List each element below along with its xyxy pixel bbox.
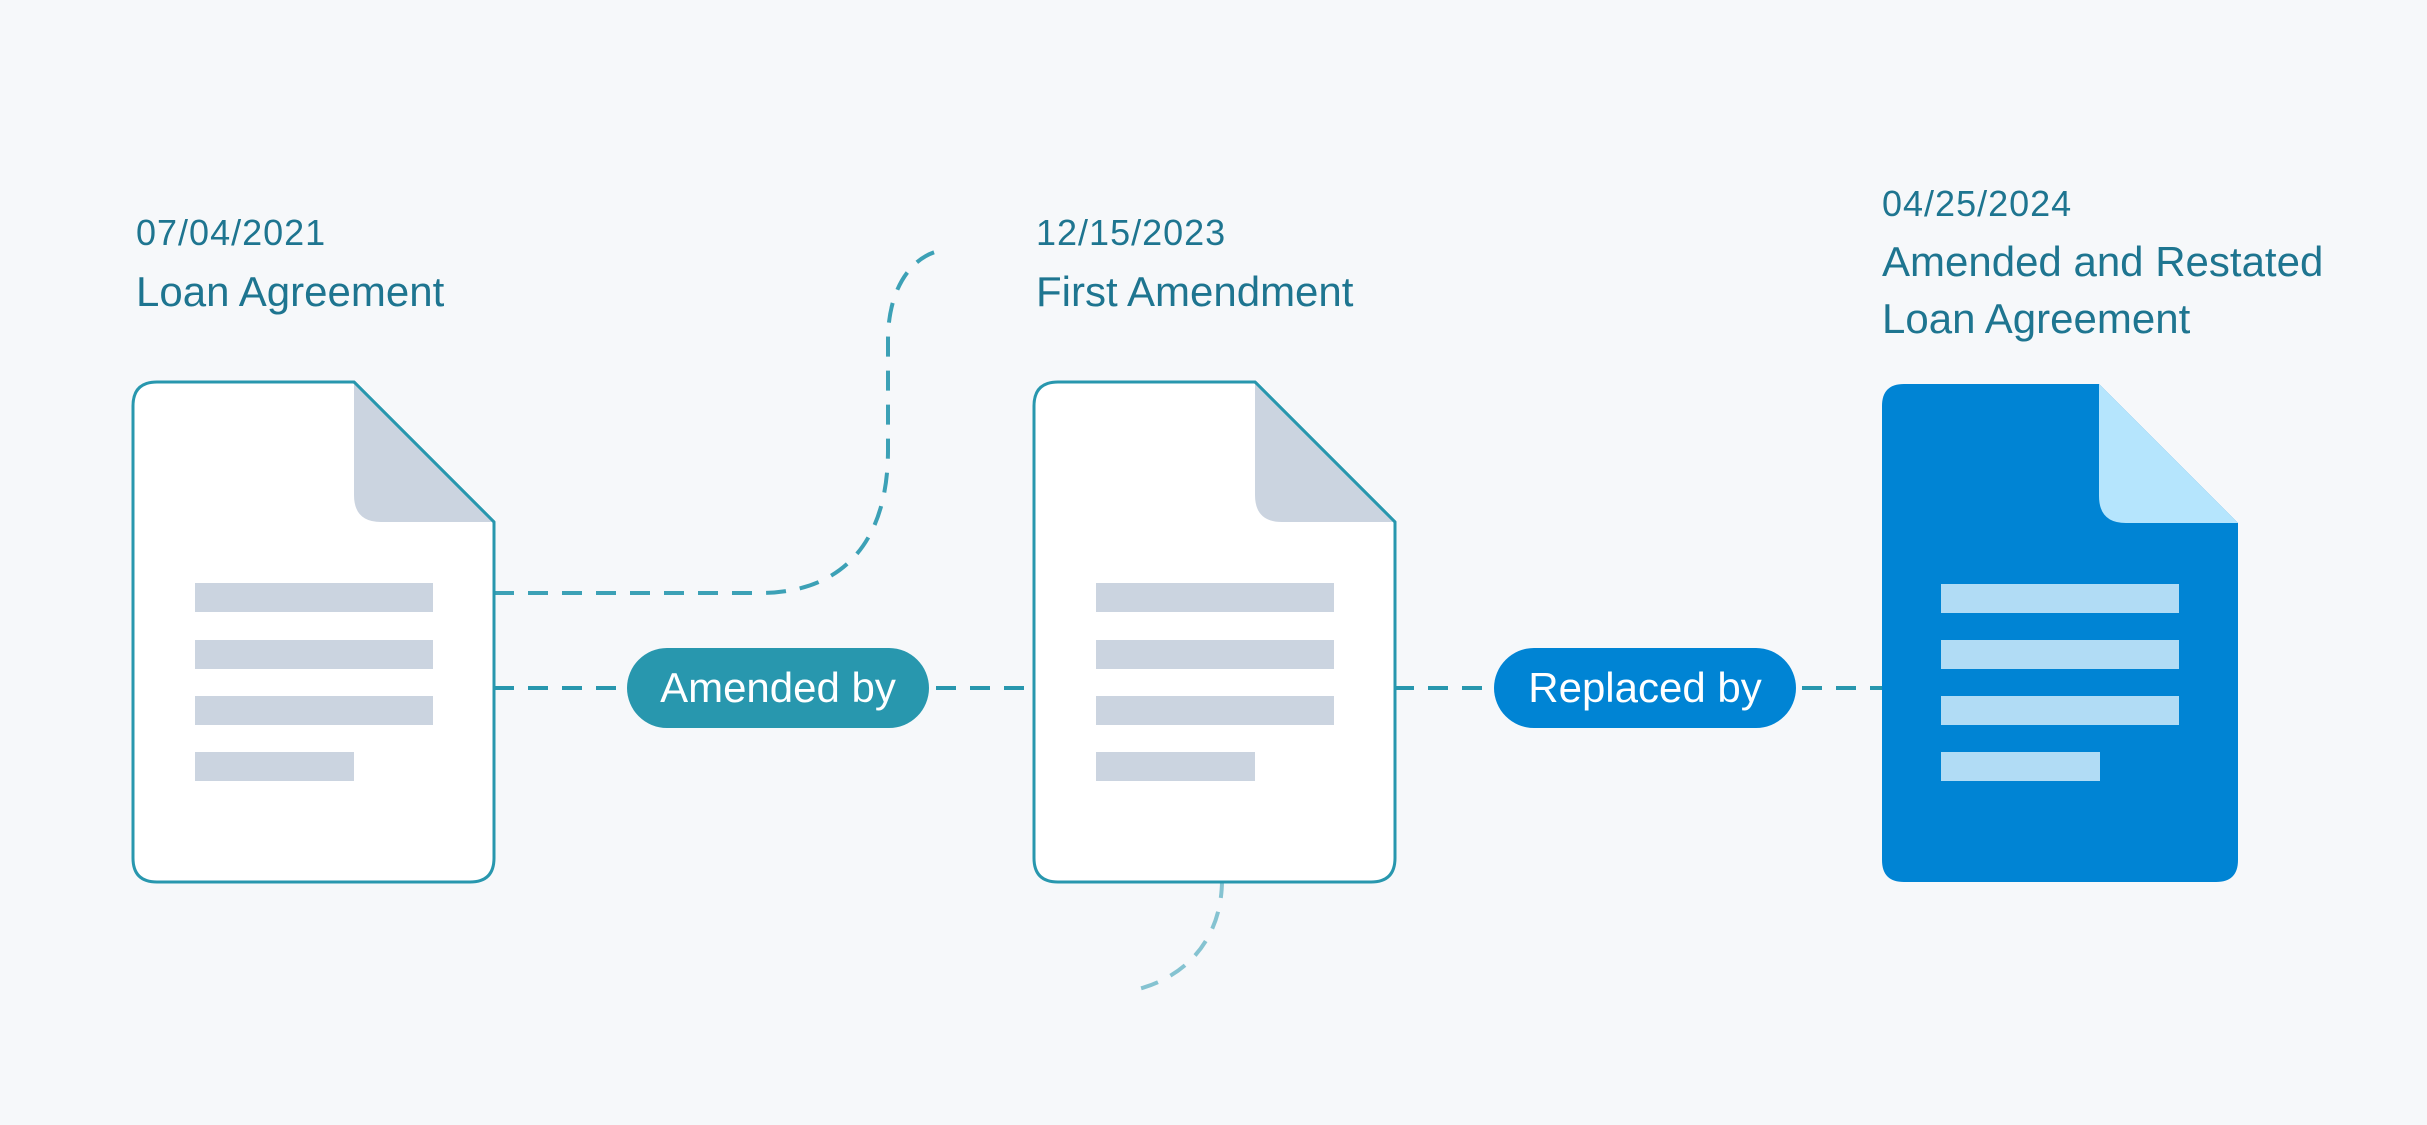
- document-date: 04/25/2024: [1882, 183, 2073, 224]
- amended-by-badge[interactable]: Amended by: [627, 648, 929, 728]
- document-title-line2: Loan Agreement: [1882, 295, 2191, 342]
- replaced-by-label: Replaced by: [1528, 664, 1762, 711]
- connector-curve-lower: [1134, 879, 1224, 992]
- document-title: Loan Agreement: [136, 268, 445, 315]
- document-icon[interactable]: [131, 380, 497, 884]
- amended-by-label: Amended by: [660, 664, 896, 711]
- document-title: Amended and Restated: [1882, 238, 2324, 285]
- document-icon[interactable]: [1032, 380, 1398, 884]
- document-date: 07/04/2021: [136, 212, 327, 253]
- document-title: First Amendment: [1036, 268, 1354, 315]
- connector-curve-upper: [494, 250, 936, 595]
- document-filled-icon[interactable]: [1882, 384, 2240, 882]
- document-date: 12/15/2023: [1036, 212, 1227, 253]
- replaced-by-badge[interactable]: Replaced by: [1494, 648, 1796, 728]
